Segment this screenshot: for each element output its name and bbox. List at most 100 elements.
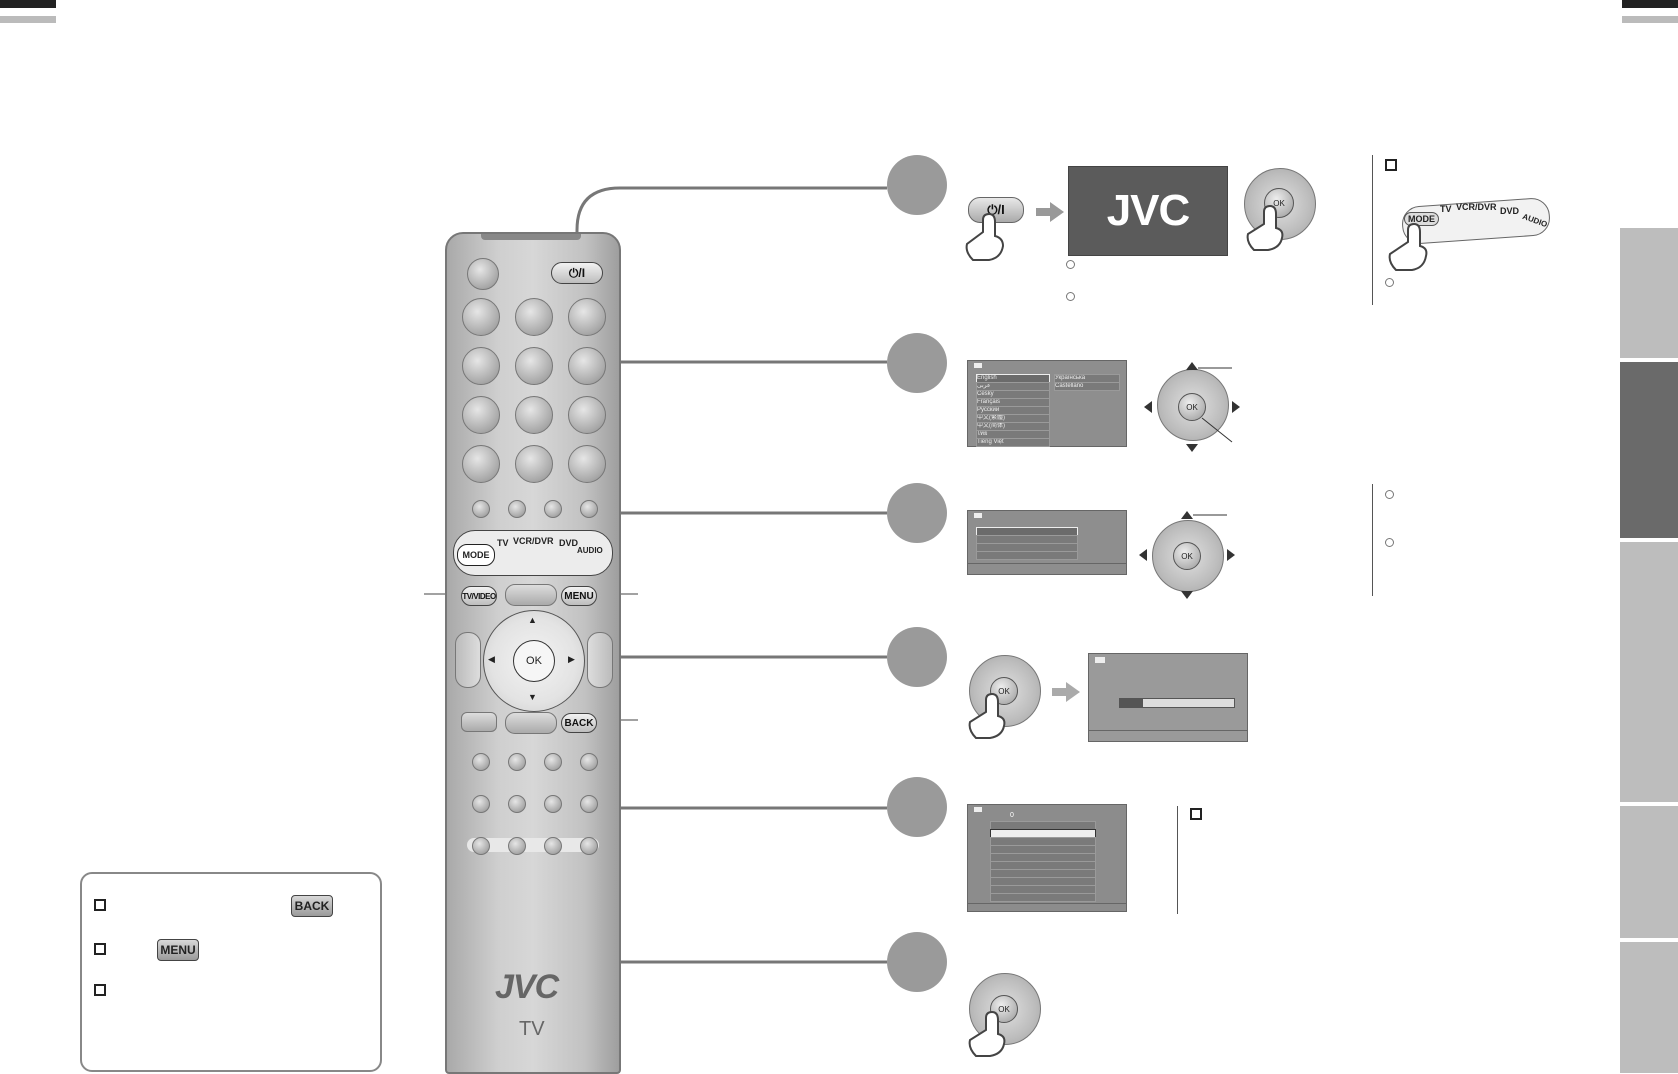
mode-panel-tv-label: TV bbox=[1440, 204, 1452, 214]
mode-label-vcr-dvr: VCR/DVR bbox=[513, 536, 554, 546]
section-tab-5[interactable] bbox=[1620, 942, 1678, 1073]
down-arrow-icon: ▼ bbox=[528, 692, 537, 702]
blank-oval-button-bottom[interactable] bbox=[505, 712, 557, 734]
mode-panel-bullet bbox=[1385, 278, 1394, 287]
remote-control: ⏻/I MODE TV VCR/DVR DVD AUDIO TV/VIDEO M… bbox=[445, 232, 621, 1074]
remote-brand-logo: JVC bbox=[495, 968, 559, 1006]
step4-header-icon bbox=[1095, 657, 1105, 663]
step3-menu-screen bbox=[967, 510, 1127, 575]
remote-brand-sub: TV bbox=[519, 1018, 545, 1040]
blank-button-left[interactable] bbox=[461, 712, 497, 732]
menu-row-9: Tiếng Việt bbox=[976, 438, 1050, 447]
tv-video-button[interactable]: TV/VIDEO bbox=[461, 586, 497, 606]
right-side-rocker[interactable] bbox=[587, 632, 613, 688]
step2-dpad-arrows bbox=[1144, 362, 1240, 452]
step3-menu-header-icon bbox=[974, 513, 982, 518]
remote-button-top-left[interactable] bbox=[467, 258, 499, 290]
note-box-bullet-1 bbox=[94, 899, 106, 911]
mode-panel-square-bullet bbox=[1385, 159, 1397, 171]
step1-bullet-2 bbox=[1066, 292, 1075, 301]
right-arrow-icon: ▶ bbox=[568, 654, 575, 664]
mode-panel-dvd-label: DVD bbox=[1500, 206, 1520, 216]
number-button-6[interactable] bbox=[568, 347, 606, 385]
note-panel-divider bbox=[1372, 484, 1373, 596]
remote-power-button[interactable]: ⏻/I bbox=[551, 262, 603, 284]
step4-finger-icon bbox=[968, 692, 1006, 739]
number-button-9[interactable] bbox=[568, 396, 606, 434]
small-button-3[interactable] bbox=[544, 500, 562, 518]
row-button-1[interactable] bbox=[472, 753, 490, 771]
left-side-rocker[interactable] bbox=[455, 632, 481, 688]
step-circle-5 bbox=[887, 777, 947, 837]
menu-button[interactable]: MENU bbox=[561, 586, 597, 606]
section-tab-4[interactable] bbox=[1620, 806, 1678, 938]
section-tab-3[interactable] bbox=[1620, 542, 1678, 802]
step1-tv-screen: JVC bbox=[1068, 166, 1228, 256]
step4-footer bbox=[1089, 730, 1247, 731]
row-button-3[interactable] bbox=[544, 753, 562, 771]
row-button-6[interactable] bbox=[508, 795, 526, 813]
step4-progress-fill bbox=[1120, 699, 1143, 707]
mode-panel-divider bbox=[1372, 155, 1373, 305]
step-circle-4 bbox=[887, 627, 947, 687]
step3-dpad-arrows bbox=[1139, 511, 1235, 599]
step4-arrow-right-icon bbox=[1052, 682, 1080, 702]
step5-note-square-bullet bbox=[1190, 808, 1202, 820]
step4-progress-track bbox=[1119, 698, 1235, 708]
number-button-7[interactable] bbox=[462, 396, 500, 434]
step5-header-value: 0 bbox=[1010, 812, 1014, 819]
color-button-1[interactable] bbox=[472, 837, 490, 855]
row-button-5[interactable] bbox=[472, 795, 490, 813]
remote-ok-button[interactable]: OK bbox=[513, 640, 555, 682]
step-circle-1 bbox=[887, 155, 947, 215]
step5-header-icon bbox=[974, 807, 982, 812]
number-button-4[interactable] bbox=[462, 347, 500, 385]
color-button-3[interactable] bbox=[544, 837, 562, 855]
row-button-4[interactable] bbox=[580, 753, 598, 771]
menu-right-row-2: Castellano bbox=[1054, 382, 1120, 391]
number-button-2[interactable] bbox=[515, 298, 553, 336]
back-button[interactable]: BACK bbox=[561, 713, 597, 733]
step2-language-menu-screen: English عربی Česky Français Русский 中文(繁… bbox=[967, 360, 1127, 447]
step5-footer bbox=[968, 903, 1126, 904]
mode-button[interactable]: MODE bbox=[457, 544, 495, 566]
color-button-4[interactable] bbox=[580, 837, 598, 855]
small-button-2[interactable] bbox=[508, 500, 526, 518]
note-panel-bullet-1 bbox=[1385, 490, 1394, 499]
menu-header-icon bbox=[974, 363, 982, 368]
up-arrow-icon: ▲ bbox=[528, 615, 537, 625]
step3-footer bbox=[968, 563, 1126, 564]
small-button-4[interactable] bbox=[580, 500, 598, 518]
arrow-right-icon bbox=[1036, 202, 1064, 222]
section-tab-2-active[interactable] bbox=[1620, 362, 1678, 538]
step5-channel-list-screen: 0 bbox=[967, 804, 1127, 912]
step4-progress-screen bbox=[1088, 653, 1248, 742]
number-button-1[interactable] bbox=[462, 298, 500, 336]
color-button-2[interactable] bbox=[508, 837, 526, 855]
number-button-8[interactable] bbox=[515, 396, 553, 434]
number-button-3[interactable] bbox=[568, 298, 606, 336]
row-button-7[interactable] bbox=[544, 795, 562, 813]
small-button-1[interactable] bbox=[472, 500, 490, 518]
mode-panel-finger-icon bbox=[1388, 222, 1428, 271]
step5-note-divider bbox=[1177, 806, 1178, 914]
number-button-extra[interactable] bbox=[568, 445, 606, 483]
section-tab-1[interactable] bbox=[1620, 228, 1678, 358]
step2-ok-button: OK bbox=[1178, 393, 1206, 421]
number-button-5[interactable] bbox=[515, 347, 553, 385]
step1-finger-icon bbox=[965, 212, 1005, 261]
corner-bar-top-right bbox=[1622, 0, 1678, 8]
number-button-10[interactable] bbox=[462, 445, 500, 483]
number-button-0[interactable] bbox=[515, 445, 553, 483]
step1-bullet-1 bbox=[1066, 260, 1075, 269]
step3-ok-button: OK bbox=[1173, 542, 1201, 570]
row-button-2[interactable] bbox=[508, 753, 526, 771]
blank-oval-button-top[interactable] bbox=[505, 584, 557, 606]
note-box-bullet-2 bbox=[94, 943, 106, 955]
mode-panel-vcr-label: VCR/DVR bbox=[1456, 202, 1497, 212]
row-button-8[interactable] bbox=[580, 795, 598, 813]
remote-top-edge bbox=[481, 234, 581, 240]
step-circle-6 bbox=[887, 932, 947, 992]
corner-bar-top-left bbox=[0, 0, 56, 8]
step-circle-3 bbox=[887, 483, 947, 543]
